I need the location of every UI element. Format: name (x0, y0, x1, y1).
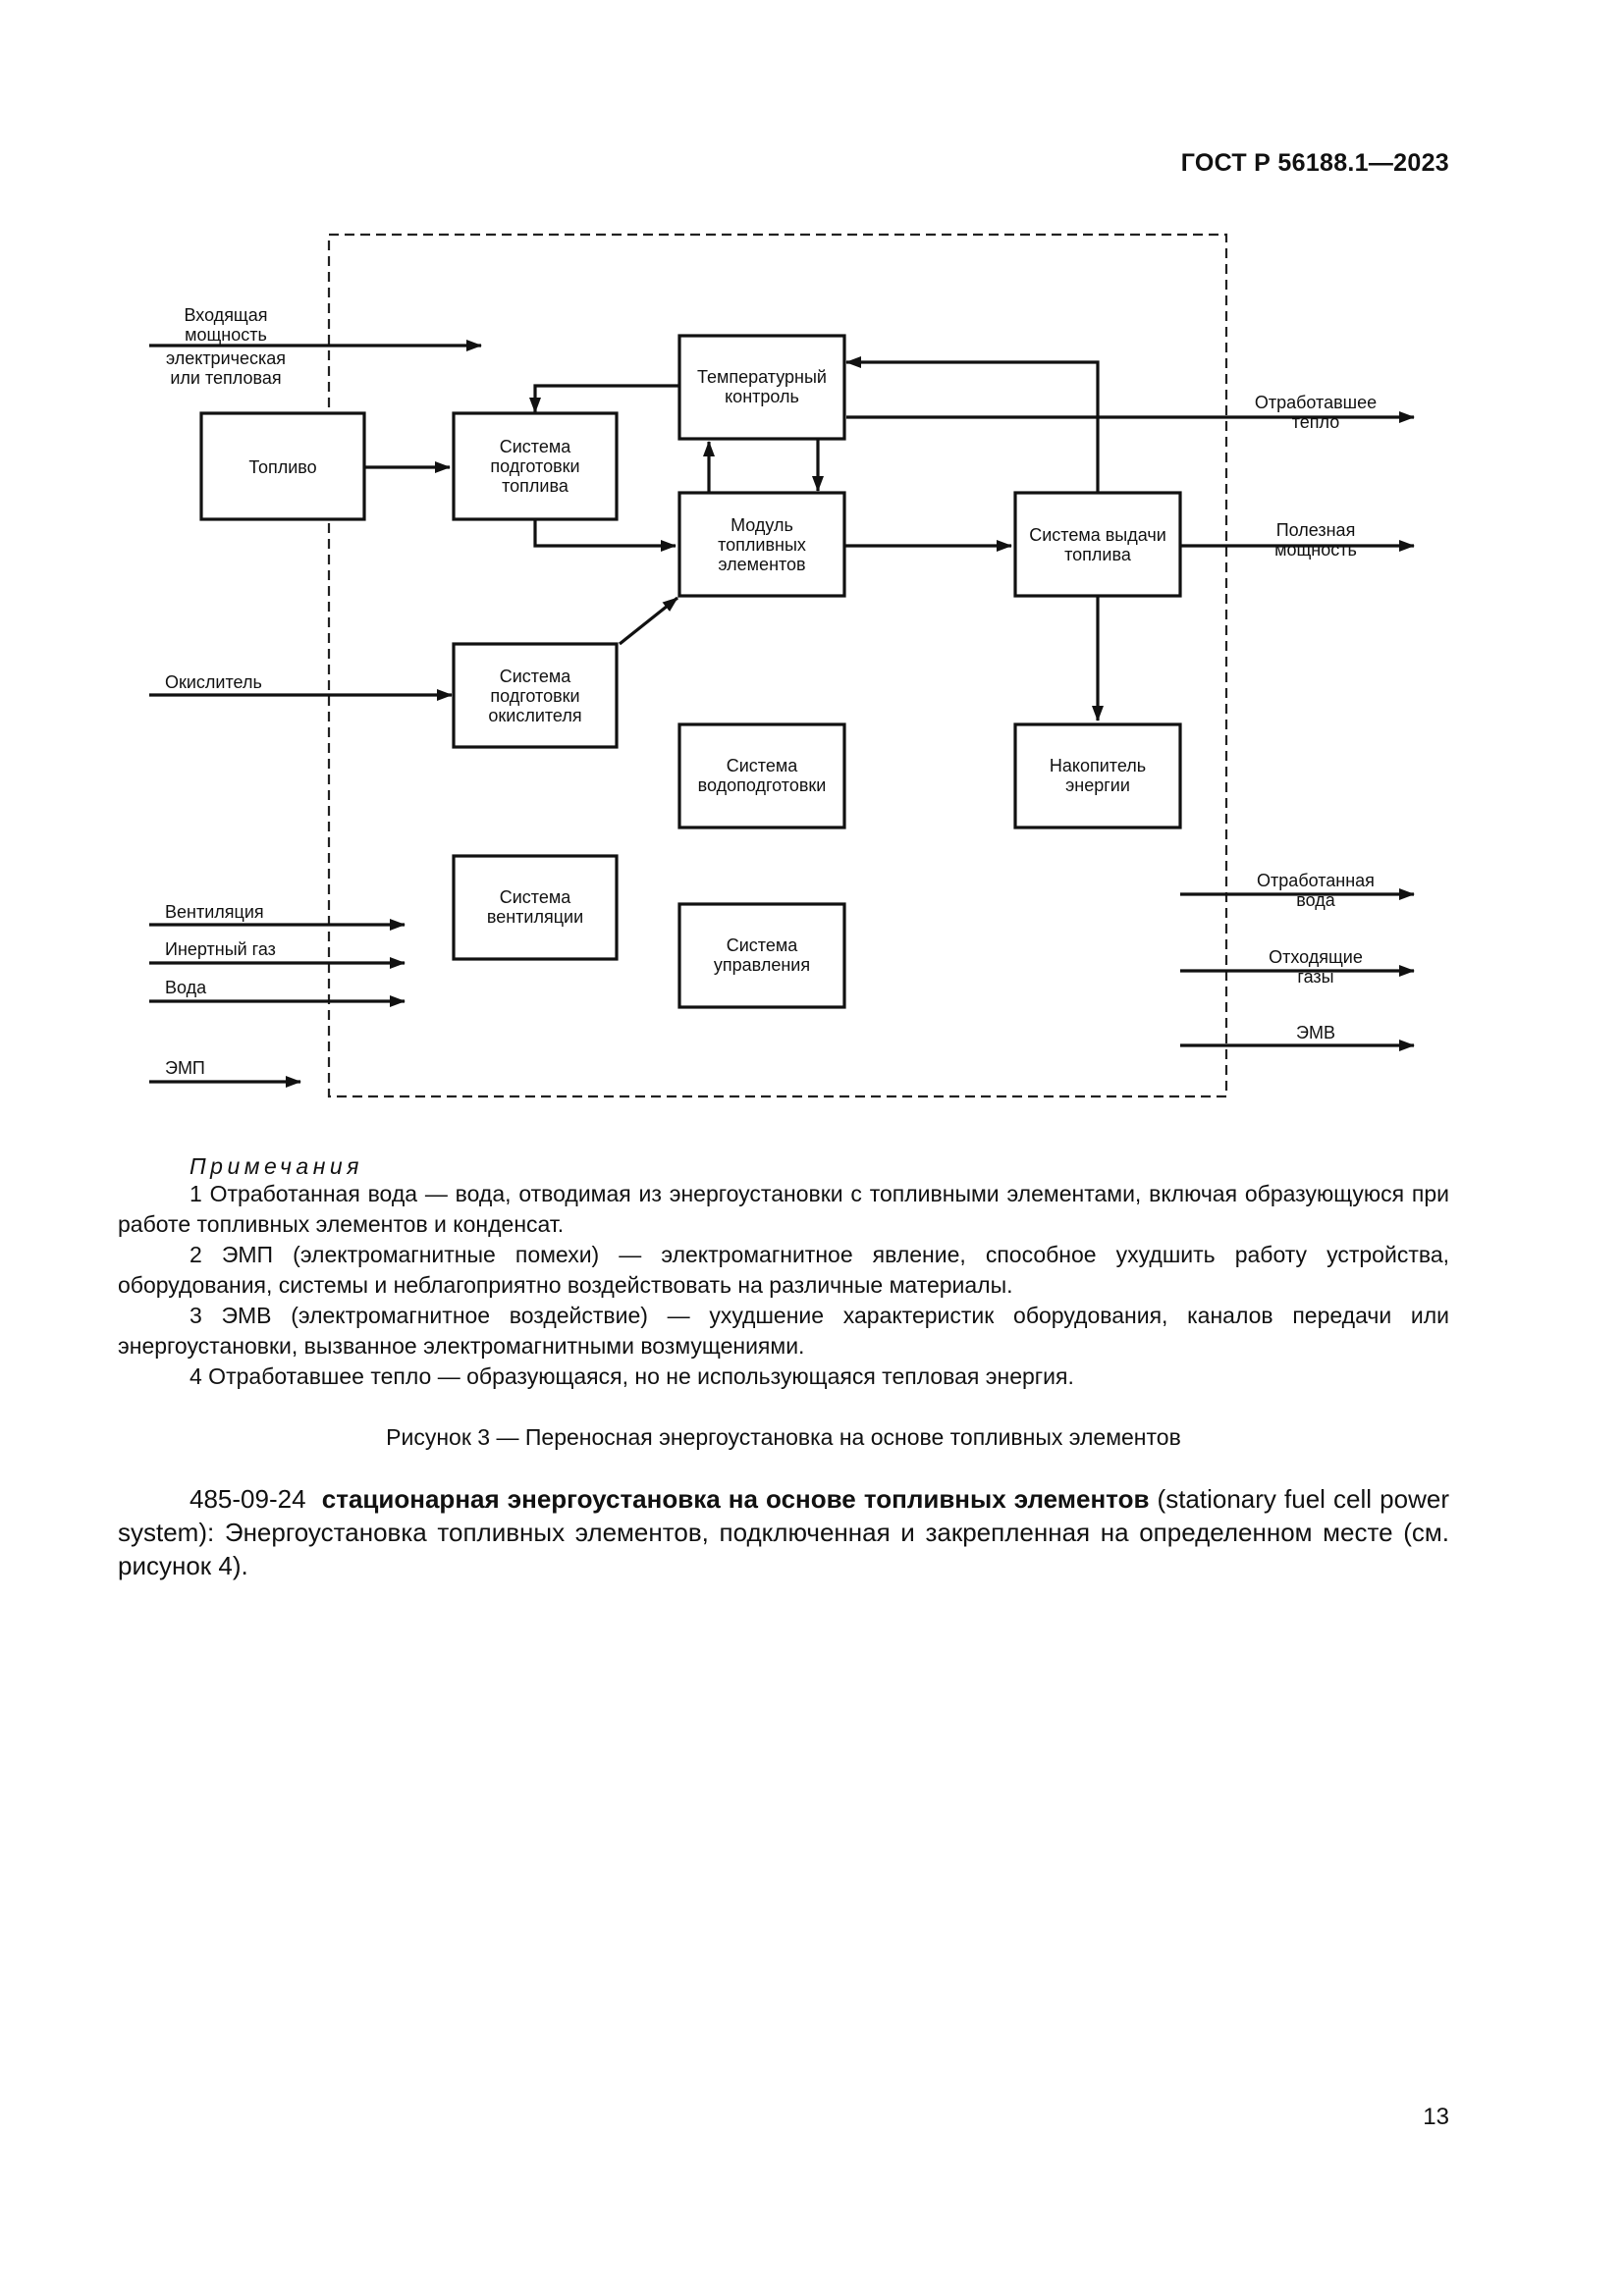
figure-caption: Рисунок 3 — Переносная энергоустановка н… (386, 1424, 1181, 1450)
block-fuel (199, 411, 366, 521)
label-line: элементов (718, 555, 805, 574)
label-line: вентиляции (487, 907, 583, 927)
label-ventilation-in: Вентиляция (165, 902, 264, 922)
label-line: Топливо (248, 457, 316, 477)
label-line: или тепловая (170, 368, 281, 388)
label-line: вода (1296, 890, 1335, 910)
block-water-treatment (677, 722, 846, 829)
label-line: Модуль (731, 515, 793, 535)
arrow-oxprep-to-module (619, 596, 678, 646)
arrow-feedback-to-temp (845, 356, 1100, 493)
label-line: Система (500, 667, 571, 686)
label-line: окислителя (488, 706, 581, 725)
label-inert-gas-in: Инертный газ (165, 939, 276, 959)
label-line: мощность (185, 325, 267, 345)
system-boundary (327, 233, 1228, 1098)
label-line: Отработавшее (1255, 393, 1377, 412)
label-line: контроль (725, 387, 799, 406)
block-control (677, 902, 846, 1009)
note-1: 1 Отработанная вода — вода, отводимая из… (118, 1181, 1449, 1237)
block-fuel-prep (452, 411, 619, 521)
label-line: Накопитель (1050, 756, 1146, 775)
label-line: Полезная (1276, 520, 1356, 540)
label-line: Отходящие (1269, 947, 1363, 967)
label-line: газы (1297, 967, 1333, 987)
label-emv-out: ЭМВ (1296, 1023, 1335, 1042)
document-code: ГОСТ Р 56188.1—2023 (1180, 149, 1449, 177)
term-entry: 485-09-24 стационарная энергоустановка н… (118, 1482, 1449, 1582)
label-line: Система (727, 935, 798, 955)
label-emi-in: ЭМП (165, 1058, 205, 1078)
label-water-in: Вода (165, 978, 207, 997)
arrow-temp-to-fuelprep (529, 384, 679, 413)
label-fuel: Топливо (248, 457, 316, 477)
label-line: ЭМП (165, 1058, 205, 1078)
term-name: стационарная энергоустановка на основе т… (321, 1484, 1150, 1514)
label-line: Система (500, 437, 571, 456)
note-3: 3 ЭМВ (электромагнитное воздействие) — у… (118, 1303, 1449, 1359)
label-oxidant-in: Окислитель (165, 672, 262, 692)
label-line: топлива (1064, 545, 1132, 564)
label-line: Вентиляция (165, 902, 264, 922)
label-line: подготовки (490, 686, 579, 706)
arrow-fuelprep-to-module (533, 520, 677, 552)
label-line: Система (727, 756, 798, 775)
label-line: Входящая (184, 305, 267, 325)
block-energy-storage (1013, 722, 1182, 829)
label-line: электрическая (166, 348, 286, 368)
label-line: мощность (1274, 540, 1357, 560)
block-fc-module (677, 491, 846, 598)
label-line: подготовки (490, 456, 579, 476)
label-line: энергии (1065, 775, 1130, 795)
block-temp-control (677, 334, 846, 441)
page-number: 13 (1423, 2104, 1449, 2130)
label-line: топлива (502, 476, 569, 496)
term-english: (stationary fuel cell power system): (118, 1484, 1449, 1547)
label-line: Вода (165, 978, 207, 997)
label-line: Температурный (697, 367, 827, 387)
label-line: Система выдачи (1029, 525, 1166, 545)
label-line: Окислитель (165, 672, 262, 692)
note-4: 4 Отработавшее тепло — образующаяся, но … (189, 1363, 1074, 1389)
block-fuel-output (1013, 491, 1182, 598)
label-line: тепло (1292, 412, 1340, 432)
notes-title: Примечания (189, 1153, 363, 1179)
term-definition: Энергоустановка топливных элементов, под… (118, 1518, 1449, 1580)
block-oxidant-prep (452, 642, 619, 749)
block-ventilation (452, 854, 619, 961)
note-2: 2 ЭМП (электромагнитные помехи) — электр… (118, 1242, 1449, 1298)
label-line: топливных (718, 535, 806, 555)
label-line: Инертный газ (165, 939, 276, 959)
label-line: ЭМВ (1296, 1023, 1335, 1042)
label-line: управления (714, 955, 810, 975)
label-line: водоподготовки (698, 775, 827, 795)
term-number: 485-09-24 (189, 1484, 306, 1514)
label-line: Система (500, 887, 571, 907)
label-line: Отработанная (1257, 871, 1375, 890)
